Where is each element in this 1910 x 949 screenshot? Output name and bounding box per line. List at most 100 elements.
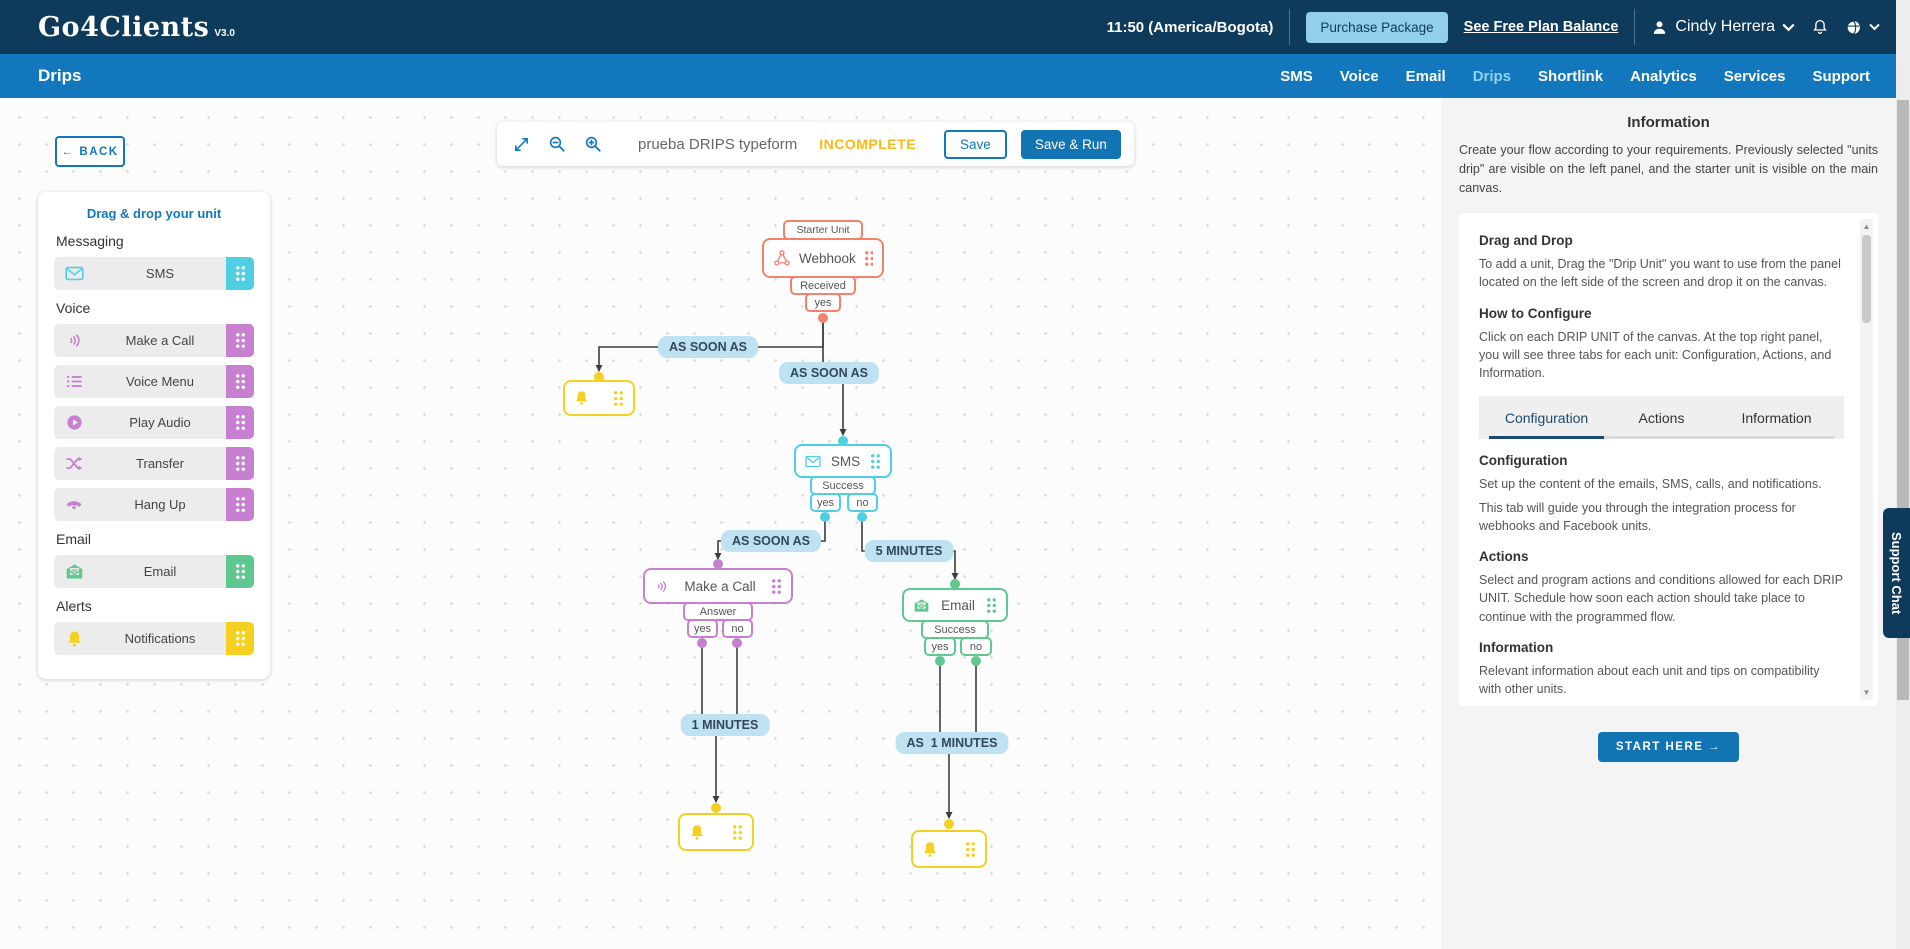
unit-make-a-call[interactable]: Make a Call	[54, 324, 254, 357]
unit-voice-menu[interactable]: Voice Menu	[54, 365, 254, 398]
unit-label: Email	[143, 564, 177, 579]
delay-pill[interactable]: 1 MINUTES	[680, 714, 770, 736]
drag-handle-icon[interactable]	[226, 324, 254, 357]
nav-item-analytics[interactable]: Analytics	[1630, 67, 1697, 85]
tab-actions[interactable]: Actions	[1604, 410, 1719, 439]
drag-dots-icon[interactable]	[613, 389, 624, 407]
unit-label: Hang Up	[134, 497, 186, 512]
notification-node[interactable]	[678, 813, 754, 851]
tab-information[interactable]: Information	[1719, 410, 1834, 439]
drag-dots-icon[interactable]	[771, 577, 782, 595]
free-plan-balance-link[interactable]: See Free Plan Balance	[1463, 19, 1619, 35]
zoom-out-icon[interactable]	[546, 133, 568, 155]
user-menu[interactable]: Cindy Herrera	[1651, 18, 1795, 36]
unit-hang-up[interactable]: Hang Up	[54, 488, 254, 521]
nav-item-email[interactable]: Email	[1405, 67, 1446, 85]
no-tab[interactable]: no	[960, 637, 992, 656]
yes-tab[interactable]: yes	[810, 493, 841, 512]
card-scrollbar[interactable]: ▲ ▼	[1860, 219, 1873, 701]
scrollbar-thumb[interactable]	[1862, 235, 1871, 324]
no-tab[interactable]: no	[847, 493, 878, 512]
make-a-call-node[interactable]: Make a Call	[643, 568, 793, 604]
section-alerts: Alerts	[56, 598, 92, 614]
unit-sms[interactable]: SMS	[54, 257, 254, 290]
start-here-button[interactable]: START HERE →	[1597, 732, 1740, 763]
play-circle-icon	[54, 414, 94, 431]
notification-node[interactable]	[563, 380, 635, 416]
support-chat-tab[interactable]: Support Chat	[1883, 508, 1910, 638]
delay-pill[interactable]: AS SOON AS	[720, 530, 822, 552]
delay-pill[interactable]: AS SOON AS	[657, 336, 759, 358]
nav-item-voice[interactable]: Voice	[1339, 67, 1379, 85]
tab-configuration[interactable]: Configuration	[1489, 410, 1604, 439]
sms-node[interactable]: SMS	[794, 444, 892, 478]
zoom-in-icon[interactable]	[582, 133, 604, 155]
info-panel: Information Create your flow according t…	[1441, 98, 1896, 949]
drag-and-drop-text: To add a unit, Drag the "Drip Unit" you …	[1479, 257, 1841, 290]
scroll-up-icon[interactable]: ▲	[1862, 222, 1871, 232]
list-menu-icon	[54, 374, 94, 389]
nav-item-services[interactable]: Services	[1723, 67, 1786, 85]
nav-item-support[interactable]: Support	[1812, 67, 1871, 85]
secondary-navbar: Drips SMS Voice Email Drips Shortlink An…	[0, 54, 1910, 98]
drag-handle-icon[interactable]	[226, 365, 254, 398]
save-button[interactable]: Save	[944, 129, 1007, 159]
chevron-down-icon	[1869, 23, 1880, 31]
node-label: Webhook	[799, 250, 856, 266]
unit-label: Voice Menu	[126, 374, 194, 389]
drag-handle-icon[interactable]	[226, 406, 254, 439]
back-button[interactable]: ← BACK	[55, 136, 125, 167]
unit-label: Transfer	[136, 456, 184, 471]
yes-tab[interactable]: yes	[687, 619, 718, 638]
page-scrollbar[interactable]	[1896, 0, 1910, 949]
drag-handle-icon[interactable]	[226, 447, 254, 480]
flow-diagram: Starter Unit Webhook Received yes	[0, 98, 1441, 949]
nav-item-drips[interactable]: Drips	[1472, 67, 1512, 85]
bell-icon	[689, 824, 705, 841]
notification-node[interactable]	[911, 830, 987, 868]
delay-pill[interactable]: 5 MINUTES	[864, 540, 954, 562]
no-tab[interactable]: no	[722, 619, 753, 638]
drag-dots-icon[interactable]	[870, 452, 881, 470]
webhook-node[interactable]: Webhook	[762, 238, 884, 278]
drag-handle-icon[interactable]	[226, 555, 254, 588]
yes-tab[interactable]: yes	[805, 293, 841, 312]
unit-notifications[interactable]: Notifications	[54, 622, 254, 655]
scroll-down-icon[interactable]: ▼	[1862, 688, 1871, 698]
flow-name[interactable]: prueba DRIPS typeform	[638, 135, 798, 153]
user-name: Cindy Herrera	[1675, 18, 1775, 35]
node-label: SMS	[830, 453, 861, 469]
language-globe-menu[interactable]	[1845, 19, 1880, 36]
delay-pill[interactable]: AS 1 MINUTES	[895, 732, 1009, 754]
email-node[interactable]: Email	[902, 588, 1008, 622]
drag-dots-icon[interactable]	[732, 823, 743, 841]
unit-play-audio[interactable]: Play Audio	[54, 406, 254, 439]
unit-label: Play Audio	[129, 415, 191, 430]
purchase-package-button[interactable]: Purchase Package	[1306, 11, 1448, 43]
drag-handle-icon[interactable]	[226, 622, 254, 655]
configuration-text-1: Set up the content of the emails, SMS, c…	[1479, 476, 1822, 491]
drag-handle-icon[interactable]	[226, 488, 254, 521]
result-tab: Received	[790, 276, 856, 295]
drag-dots-icon[interactable]	[965, 840, 976, 858]
logo-text: Go4Clients	[38, 11, 210, 43]
nav-item-shortlink[interactable]: Shortlink	[1538, 67, 1604, 85]
expand-fullscreen-icon[interactable]	[511, 134, 532, 155]
flow-toolbar: prueba DRIPS typeform INCOMPLETE Save Sa…	[497, 122, 1134, 166]
delay-pill[interactable]: AS SOON AS	[778, 362, 880, 384]
divider	[1634, 9, 1636, 45]
unit-transfer[interactable]: Transfer	[54, 447, 254, 480]
drag-dots-icon[interactable]	[863, 249, 873, 267]
yes-tab[interactable]: yes	[924, 637, 956, 656]
drag-handle-icon[interactable]	[226, 257, 254, 290]
save-and-run-button[interactable]: Save & Run	[1020, 129, 1121, 159]
logo[interactable]: Go4Clients V3.0	[38, 12, 235, 43]
nav-item-sms[interactable]: SMS	[1280, 67, 1313, 85]
unit-email[interactable]: Email	[54, 555, 254, 588]
info-panel-title: Information	[1627, 114, 1710, 131]
unit-label: SMS	[145, 266, 175, 281]
flow-canvas[interactable]: ← BACK Drag & drop your unit Messaging S…	[0, 98, 1441, 949]
notifications-bell-icon[interactable]	[1811, 18, 1829, 36]
drag-dots-icon[interactable]	[986, 596, 997, 614]
info-intro: Create your flow according to your requi…	[1459, 143, 1878, 195]
